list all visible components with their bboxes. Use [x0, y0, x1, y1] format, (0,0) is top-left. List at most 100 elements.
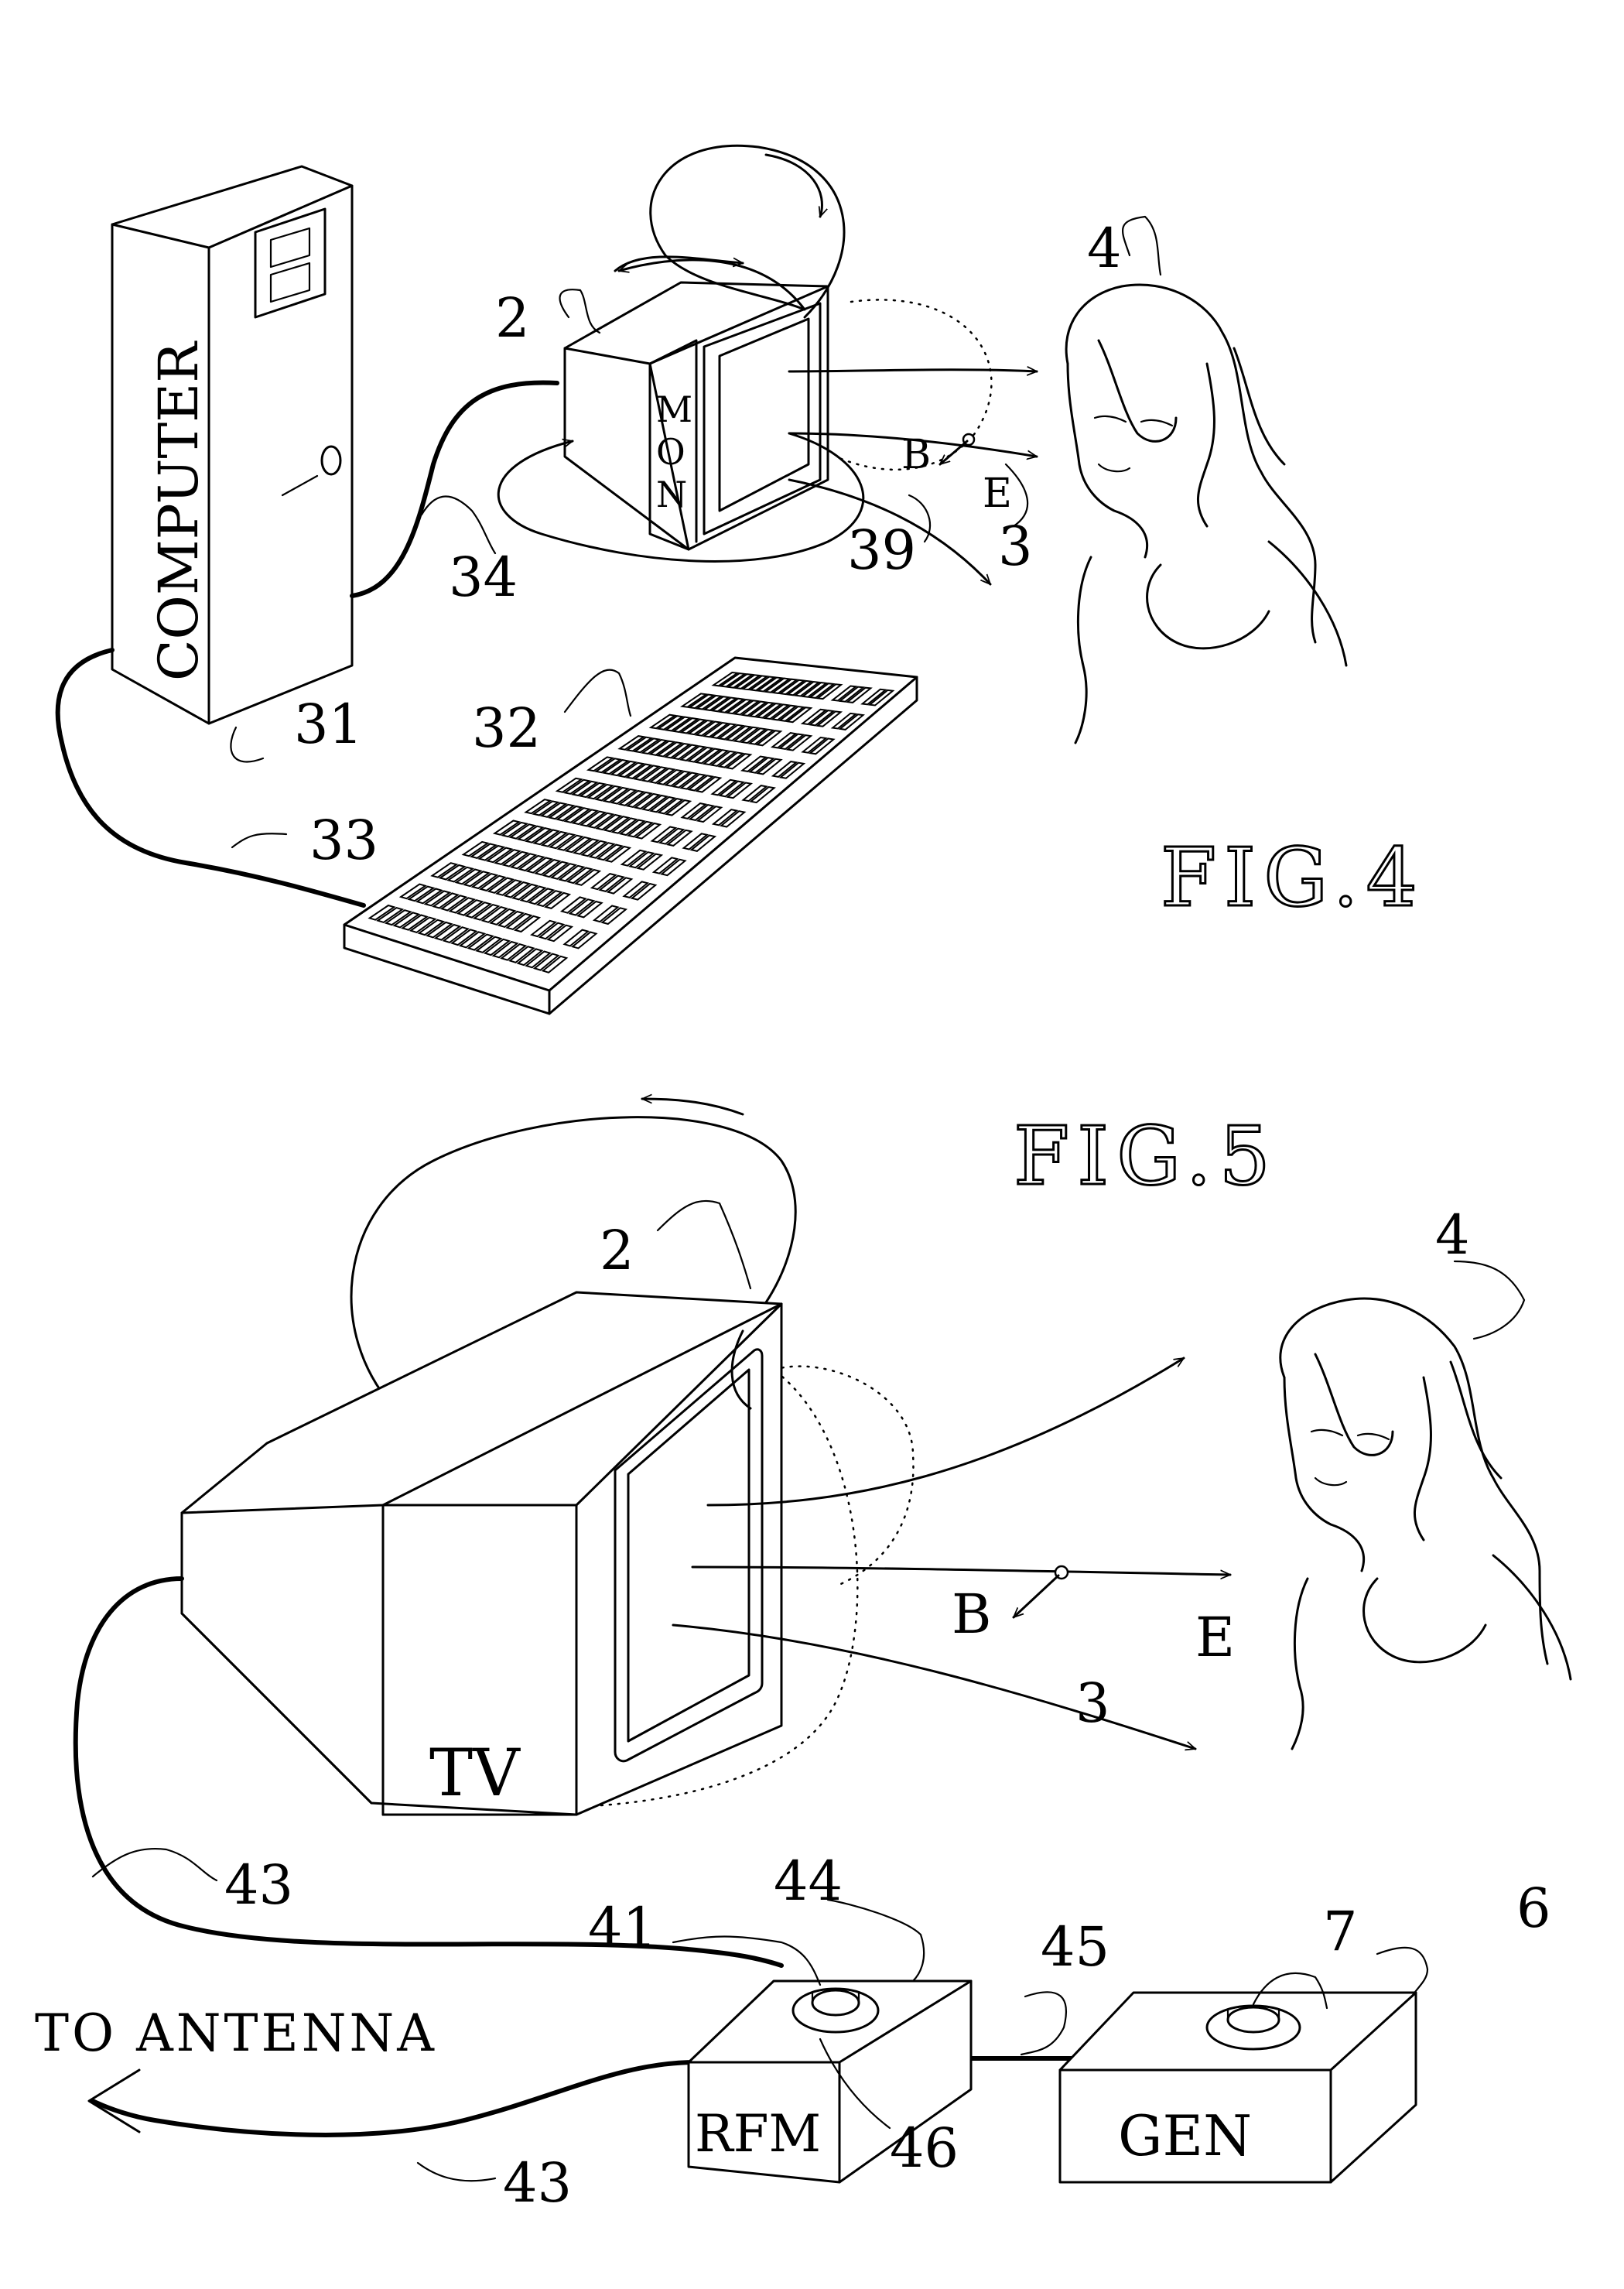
- keyboard-key: [513, 915, 542, 933]
- keyboard-key: [641, 794, 669, 812]
- keyboard-key: [679, 693, 709, 708]
- keyboard-key: [562, 929, 590, 947]
- cable-34: [350, 380, 559, 598]
- keyboard-key: [648, 796, 677, 813]
- keyboard-key: [596, 843, 624, 861]
- keyboard: [343, 656, 918, 1015]
- keyboard-key: [733, 674, 762, 689]
- ref-44: 44: [774, 1849, 843, 1913]
- keyboard-key: [672, 717, 700, 734]
- keyboard-key: [686, 746, 715, 763]
- keyboard-key: [717, 724, 745, 741]
- keyboard-key: [725, 698, 754, 715]
- keyboard-key: [695, 776, 723, 793]
- keyboard-key: [579, 810, 607, 827]
- keyboard-key: [724, 725, 753, 742]
- keyboard-key: [610, 788, 638, 805]
- e-field-label-fig4: E: [983, 470, 1012, 517]
- keyboard-key: [617, 761, 646, 778]
- keyboard-key: [392, 912, 421, 929]
- keyboard-key: [508, 823, 537, 840]
- keyboard-key: [748, 676, 777, 692]
- b-field-label-fig5: B: [952, 1582, 991, 1646]
- keyboard-key: [740, 675, 770, 691]
- keyboard-key: [508, 946, 535, 963]
- keyboard-key: [458, 931, 487, 949]
- field-lines-fig4: B E: [497, 144, 1037, 584]
- keyboard-key: [801, 682, 829, 698]
- keyboard-key: [586, 783, 614, 800]
- keyboard-key: [680, 802, 708, 819]
- cable-43-tv: [73, 1576, 784, 1968]
- keyboard-key: [664, 716, 692, 732]
- keyboard-key: [423, 890, 452, 907]
- keyboard-key: [648, 740, 676, 756]
- keyboard-key: [660, 858, 687, 877]
- keyboard-key: [518, 854, 545, 872]
- keyboard-key: [475, 936, 503, 953]
- keyboard-key: [815, 683, 843, 700]
- keyboard-key: [497, 910, 525, 929]
- keyboard-key: [464, 902, 493, 919]
- keyboard-key: [867, 689, 895, 707]
- keyboard-key: [566, 867, 593, 884]
- keyboard-key: [511, 883, 539, 901]
- woman-viewer-fig5: [1279, 1297, 1572, 1750]
- keyboard-key: [562, 778, 591, 795]
- keyboard-key: [407, 885, 436, 902]
- b-field-label-fig4: B: [901, 432, 931, 478]
- keyboard-key: [785, 707, 813, 724]
- keyboard-key: [448, 897, 477, 914]
- keyboard-key: [665, 829, 693, 847]
- keyboard-key: [456, 899, 484, 916]
- generator-box: GEN: [1058, 1991, 1417, 2184]
- keyboard-key: [689, 834, 717, 852]
- keyboard-key: [495, 879, 523, 896]
- ref-39: 39: [847, 518, 916, 582]
- keyboard-keys: [368, 671, 895, 973]
- keyboard-key: [503, 881, 532, 898]
- keyboard-key: [494, 849, 521, 865]
- cable-43-antenna: [91, 2060, 699, 2137]
- keyboard-key: [710, 778, 738, 796]
- keyboard-key: [630, 882, 658, 901]
- keyboard-key: [830, 712, 858, 730]
- keyboard-key: [733, 700, 761, 716]
- keyboard-key: [401, 914, 429, 931]
- keyboard-key: [558, 864, 586, 882]
- keyboard-key: [671, 744, 699, 761]
- keyboard-key: [439, 895, 468, 912]
- keyboard-key: [679, 773, 707, 790]
- keyboard-key: [525, 857, 554, 874]
- keyboard-key: [778, 733, 805, 751]
- rfm-label: RFM: [695, 2104, 821, 2164]
- ref-41: 41: [588, 1896, 657, 1959]
- keyboard-key: [800, 708, 828, 726]
- cable-33: [55, 648, 366, 908]
- keyboard-key: [793, 680, 821, 697]
- keyboard-key: [463, 871, 491, 888]
- keyboard-key: [479, 874, 507, 891]
- keyboard-key: [477, 844, 506, 861]
- ref-2-fig4: 2: [495, 286, 530, 350]
- keyboard-key: [530, 919, 558, 938]
- monitor-letter-m: M: [656, 388, 692, 430]
- keyboard-key: [442, 926, 470, 944]
- keyboard-key: [672, 772, 699, 789]
- keyboard-key: [485, 847, 514, 864]
- keyboard-key: [586, 812, 615, 829]
- keyboard-key: [594, 785, 623, 802]
- keyboard-key: [682, 833, 709, 850]
- ref-6: 6: [1516, 1877, 1551, 1940]
- keyboard-key: [450, 929, 478, 946]
- keyboard-key: [725, 753, 753, 770]
- keyboard-key: [688, 804, 716, 821]
- keyboard-key: [576, 900, 603, 919]
- keyboard-key: [778, 705, 805, 722]
- keyboard-key: [505, 912, 533, 930]
- keyboard-key: [592, 905, 620, 923]
- keyboard-key: [740, 755, 768, 772]
- keyboard-key: [709, 696, 738, 713]
- keyboard-key: [756, 676, 785, 693]
